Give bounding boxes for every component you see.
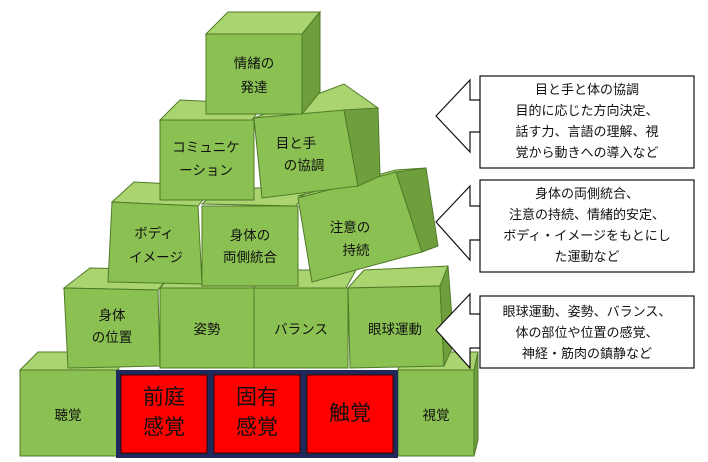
arrow-left-icon — [435, 184, 481, 262]
eye-hand-line2: の協調 — [284, 158, 325, 174]
sensory-group: 前庭 感覚 固有 感覚 触覚 — [116, 370, 398, 458]
note3-line2: 体の部位や位置の感覚、 — [515, 325, 658, 341]
bilateral-line1: 身体の — [230, 228, 271, 244]
attention-line2: 持続 — [343, 243, 370, 259]
block-emotion: 情緒の 発達 — [204, 10, 322, 116]
callout-note-1: 目と手と体の協調 目的に応じた方向決定、 話す力、言語の理解、視 覚から動きへの… — [435, 75, 695, 169]
note1-line2: 目的に応じた方向決定、 — [515, 103, 658, 119]
proprioceptive-label-line1: 固有 — [236, 385, 278, 409]
note2-line3: ボディ・イメージをもとにし — [503, 228, 671, 244]
block-eye-movement: 眼球運動 — [346, 265, 455, 369]
note2-line2: 注意の持続、情緒的安定、 — [509, 207, 665, 223]
note2-line1: 身体の両側統合、 — [535, 186, 639, 202]
note1-line1: 目と手と体の協調 — [535, 83, 639, 98]
vision-label: 視覚 — [423, 408, 450, 424]
vestibular-label-line2: 感覚 — [143, 415, 185, 439]
block-proprioceptive: 固有 感覚 — [213, 374, 301, 454]
bilateral-line2: 両側統合 — [223, 250, 277, 266]
note3-line3: 神経・筋肉の鎮静など — [522, 346, 652, 362]
note1-line4: 覚から動きへの導入など — [515, 146, 658, 161]
arrow-left-icon — [435, 78, 481, 154]
block-communication: コミュニケ ーション — [158, 99, 265, 201]
level2-row: ボディ イメージ 身体の 両側統合 注意の 持続 — [107, 167, 439, 287]
vestibular-label-line1: 前庭 — [143, 385, 185, 409]
proprioceptive-label-line2: 感覚 — [236, 415, 278, 439]
body-position-line1: 身体 — [99, 308, 126, 324]
communication-line2: ーション — [179, 163, 233, 179]
base-row: 聴覚 視覚 前庭 感覚 固有 感覚 触覚 — [18, 351, 479, 458]
block-hearing: 聴覚 — [18, 351, 125, 457]
emotion-line1: 情緒の — [234, 56, 275, 72]
level4-row: 情緒の 発達 — [204, 10, 322, 116]
eye-movement-label: 眼球運動 — [368, 322, 422, 338]
body-image-line1: ボディ — [134, 225, 174, 242]
note2-line4: た運動など — [554, 250, 619, 265]
body-image-line2: イメージ — [129, 250, 183, 266]
balance-label: バランス — [274, 322, 328, 338]
posture-label: 姿勢 — [194, 322, 221, 338]
block-vestibular: 前庭 感覚 — [120, 374, 208, 454]
callout-note-2: 身体の両側統合、 注意の持続、情緒的安定、 ボディ・イメージをもとにし た運動な… — [435, 179, 695, 273]
communication-line1: コミュニケ — [172, 140, 240, 156]
body-position-line2: の位置 — [92, 330, 133, 346]
block-bilateral: 身体の 両側統合 — [200, 187, 309, 287]
eye-hand-line1: 目と手 — [276, 136, 317, 152]
attention-line1: 注意の — [330, 219, 371, 236]
block-tactile: 触覚 — [306, 374, 394, 454]
callout-note-3: 眼球運動、姿勢、バランス、 体の部位や位置の感覚、 神経・筋肉の鎮静など — [435, 292, 695, 370]
block-vision: 視覚 — [397, 351, 479, 457]
tactile-label: 触覚 — [329, 401, 371, 425]
block-balance: バランス — [252, 269, 357, 369]
emotion-line2: 発達 — [241, 80, 268, 96]
note3-line1: 眼球運動、姿勢、バランス、 — [503, 304, 672, 320]
hearing-label: 聴覚 — [55, 408, 82, 424]
note1-line3: 話す力、言語の理解、視 — [515, 124, 658, 140]
